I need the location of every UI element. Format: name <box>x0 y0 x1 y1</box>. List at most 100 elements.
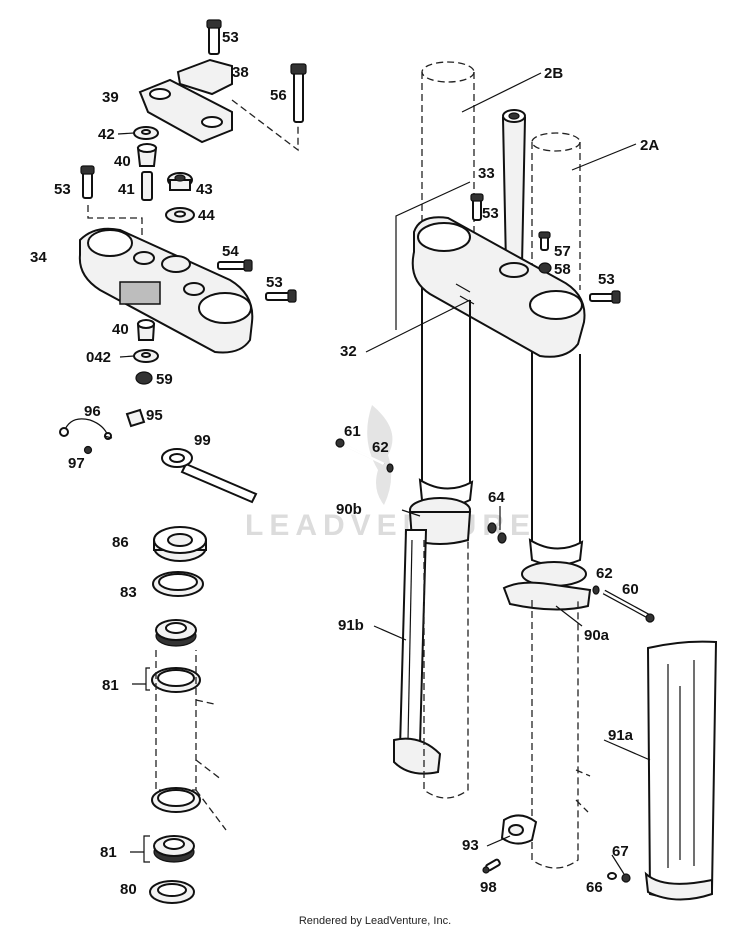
label-62b: 62 <box>596 565 613 582</box>
label-53-stem: 53 <box>482 205 499 222</box>
bolt-61 <box>335 438 385 466</box>
label-81: 81 <box>102 677 119 694</box>
label-61: 61 <box>344 423 361 440</box>
outer-tube-left <box>423 540 469 799</box>
label-62: 62 <box>372 439 389 456</box>
label-95: 95 <box>146 407 163 424</box>
rubber-40 <box>136 143 158 167</box>
bolt-60 <box>602 589 655 623</box>
label-90b: 90b <box>336 501 362 518</box>
bolt-98 <box>482 858 501 874</box>
seal-80 <box>149 880 195 904</box>
axle-bracket <box>500 814 538 845</box>
fork-guard-91a <box>644 640 718 901</box>
bolt-53-stem <box>470 193 484 221</box>
nut-59 <box>135 371 153 385</box>
part-labels: 53 38 39 56 42 40 41 43 44 53 34 54 53 4… <box>30 29 659 898</box>
label-41: 41 <box>118 181 135 198</box>
label-042: 042 <box>86 349 111 366</box>
bolt-53-top <box>206 19 222 55</box>
label-53-clamp: 53 <box>598 271 615 288</box>
watermark-logo: LEADVENTURE <box>245 405 536 542</box>
rubber-40-lower <box>136 319 156 341</box>
bolt-56 <box>231 63 307 152</box>
nuts-64 <box>487 522 507 544</box>
label-53-right: 53 <box>266 274 283 291</box>
clip-95 <box>125 408 146 428</box>
footer-credit: Rendered by LeadVenture, Inc. <box>298 915 452 927</box>
label-53: 53 <box>222 29 239 46</box>
bearing-race-81 <box>151 667 201 693</box>
label-33: 33 <box>478 165 495 182</box>
label-53-left: 53 <box>54 181 71 198</box>
steering-stem <box>501 109 527 266</box>
label-2b: 2B <box>544 65 563 82</box>
label-97: 97 <box>68 455 85 472</box>
label-42: 42 <box>98 126 115 143</box>
label-98: 98 <box>480 879 497 896</box>
screw-66-67 <box>607 872 631 883</box>
label-81b: 81 <box>100 844 117 861</box>
label-99: 99 <box>194 432 211 449</box>
bolt-53-clamp <box>589 290 621 304</box>
label-90a: 90a <box>584 627 610 644</box>
label-2a: 2A <box>640 137 659 154</box>
label-58: 58 <box>554 261 571 278</box>
leader-81-bracket <box>132 667 150 691</box>
bearing-81-upper <box>155 619 197 647</box>
label-59: 59 <box>156 371 173 388</box>
leader-lines <box>103 72 651 875</box>
washer-042 <box>133 349 159 363</box>
collar-41 <box>141 171 153 201</box>
washer-42 <box>133 126 159 140</box>
seal-86 <box>153 526 207 562</box>
fork-clamp-90a <box>502 561 592 611</box>
label-83: 83 <box>120 584 137 601</box>
bearing-81-lower <box>153 835 195 863</box>
label-39: 39 <box>102 89 119 106</box>
label-40-lower: 40 <box>112 321 129 338</box>
watermark-text: LEADVENTURE <box>245 509 536 542</box>
label-56: 56 <box>270 87 287 104</box>
label-66: 66 <box>586 879 603 896</box>
upper-triple-clamp-32 <box>411 216 586 358</box>
cable-guide-96 <box>59 418 112 440</box>
label-32: 32 <box>340 343 357 360</box>
washer-62b <box>592 585 600 595</box>
label-86: 86 <box>112 534 129 551</box>
label-43: 43 <box>196 181 213 198</box>
bushing-43 <box>167 172 193 191</box>
label-34: 34 <box>30 249 47 266</box>
label-96: 96 <box>84 403 101 420</box>
fork-guard-91b <box>393 529 442 775</box>
bolt-57 <box>538 231 551 251</box>
bolt-53-left <box>80 165 143 236</box>
clamp-upper-38 <box>138 58 233 144</box>
leader-81b-bracket <box>130 835 150 863</box>
label-91b: 91b <box>338 617 364 634</box>
washer-58 <box>538 262 552 274</box>
bearing-race-81-lower <box>151 787 201 813</box>
label-64: 64 <box>488 489 505 506</box>
upper-triple-clamp-34 <box>78 227 254 354</box>
label-91a: 91a <box>608 727 634 744</box>
label-57: 57 <box>554 243 571 260</box>
bolt-54 <box>217 259 253 272</box>
screw-97 <box>83 445 93 455</box>
spanner-99 <box>161 448 258 504</box>
outer-tube-right <box>531 600 591 869</box>
seal-83 <box>152 571 204 597</box>
inner-tube-right <box>528 352 584 566</box>
label-80: 80 <box>120 881 137 898</box>
label-93: 93 <box>462 837 479 854</box>
washer-44 <box>165 207 195 223</box>
label-44: 44 <box>198 207 215 224</box>
label-38: 38 <box>232 64 249 81</box>
washer-62 <box>386 463 394 473</box>
bolt-53-right <box>265 289 297 303</box>
label-60: 60 <box>622 581 639 598</box>
label-40: 40 <box>114 153 131 170</box>
label-67: 67 <box>612 843 629 860</box>
label-54: 54 <box>222 243 239 260</box>
